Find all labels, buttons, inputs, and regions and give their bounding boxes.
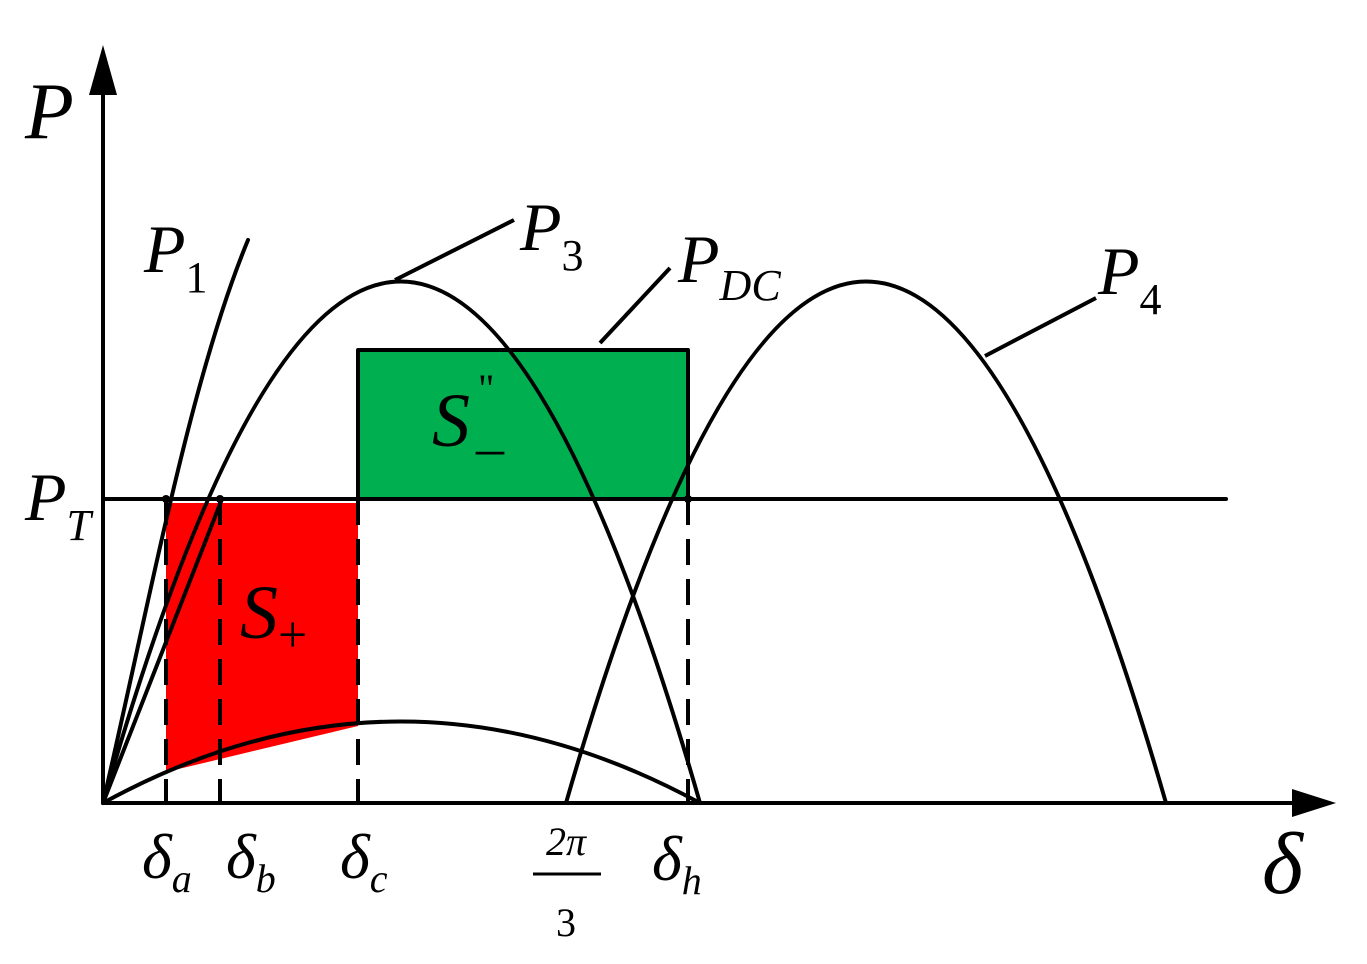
svg-text:2π: 2π: [546, 819, 587, 864]
pt-label: PT: [24, 459, 95, 550]
delta-c-label: δc: [340, 821, 388, 901]
p1-label: P1: [143, 211, 208, 302]
svg-text:S: S: [432, 379, 470, 463]
delta-b-label: δb: [226, 821, 276, 901]
pdc-rectangle: [356, 348, 690, 501]
y-axis-label: P: [24, 68, 74, 156]
svg-text:–: –: [475, 417, 505, 479]
p3-leader: [394, 218, 515, 282]
svg-text:3: 3: [556, 900, 576, 945]
x-axis-arrow: [1292, 789, 1336, 817]
x-axis-label: δ: [1262, 816, 1305, 913]
svg-text:": ": [478, 366, 494, 411]
p-linear-line: [101, 497, 224, 805]
delta-a-label: δa: [142, 821, 192, 901]
s-minus-label: S " –: [432, 366, 505, 479]
pdc-leader: [598, 266, 672, 345]
intersection-dot-b: [216, 495, 224, 503]
two-pi-over-three-label: 2π 3: [533, 819, 601, 945]
p1-curve: [101, 238, 250, 805]
p3-curve: [101, 279, 702, 805]
p4-label: P4: [1097, 233, 1162, 324]
intersection-dot-a: [162, 495, 170, 503]
low-curve: [101, 719, 702, 805]
pdc-label: PDC: [677, 221, 781, 310]
delta-h-label: δh: [652, 823, 702, 903]
p4-curve: [564, 279, 1168, 805]
s-plus-label: S+: [240, 571, 307, 664]
p4-leader: [984, 296, 1097, 358]
y-axis-arrow: [89, 45, 117, 95]
p3-label: P3: [519, 189, 584, 280]
s-minus-area: [358, 350, 688, 500]
intersection-dot-h: [684, 495, 692, 503]
s-plus-area: [166, 503, 358, 772]
